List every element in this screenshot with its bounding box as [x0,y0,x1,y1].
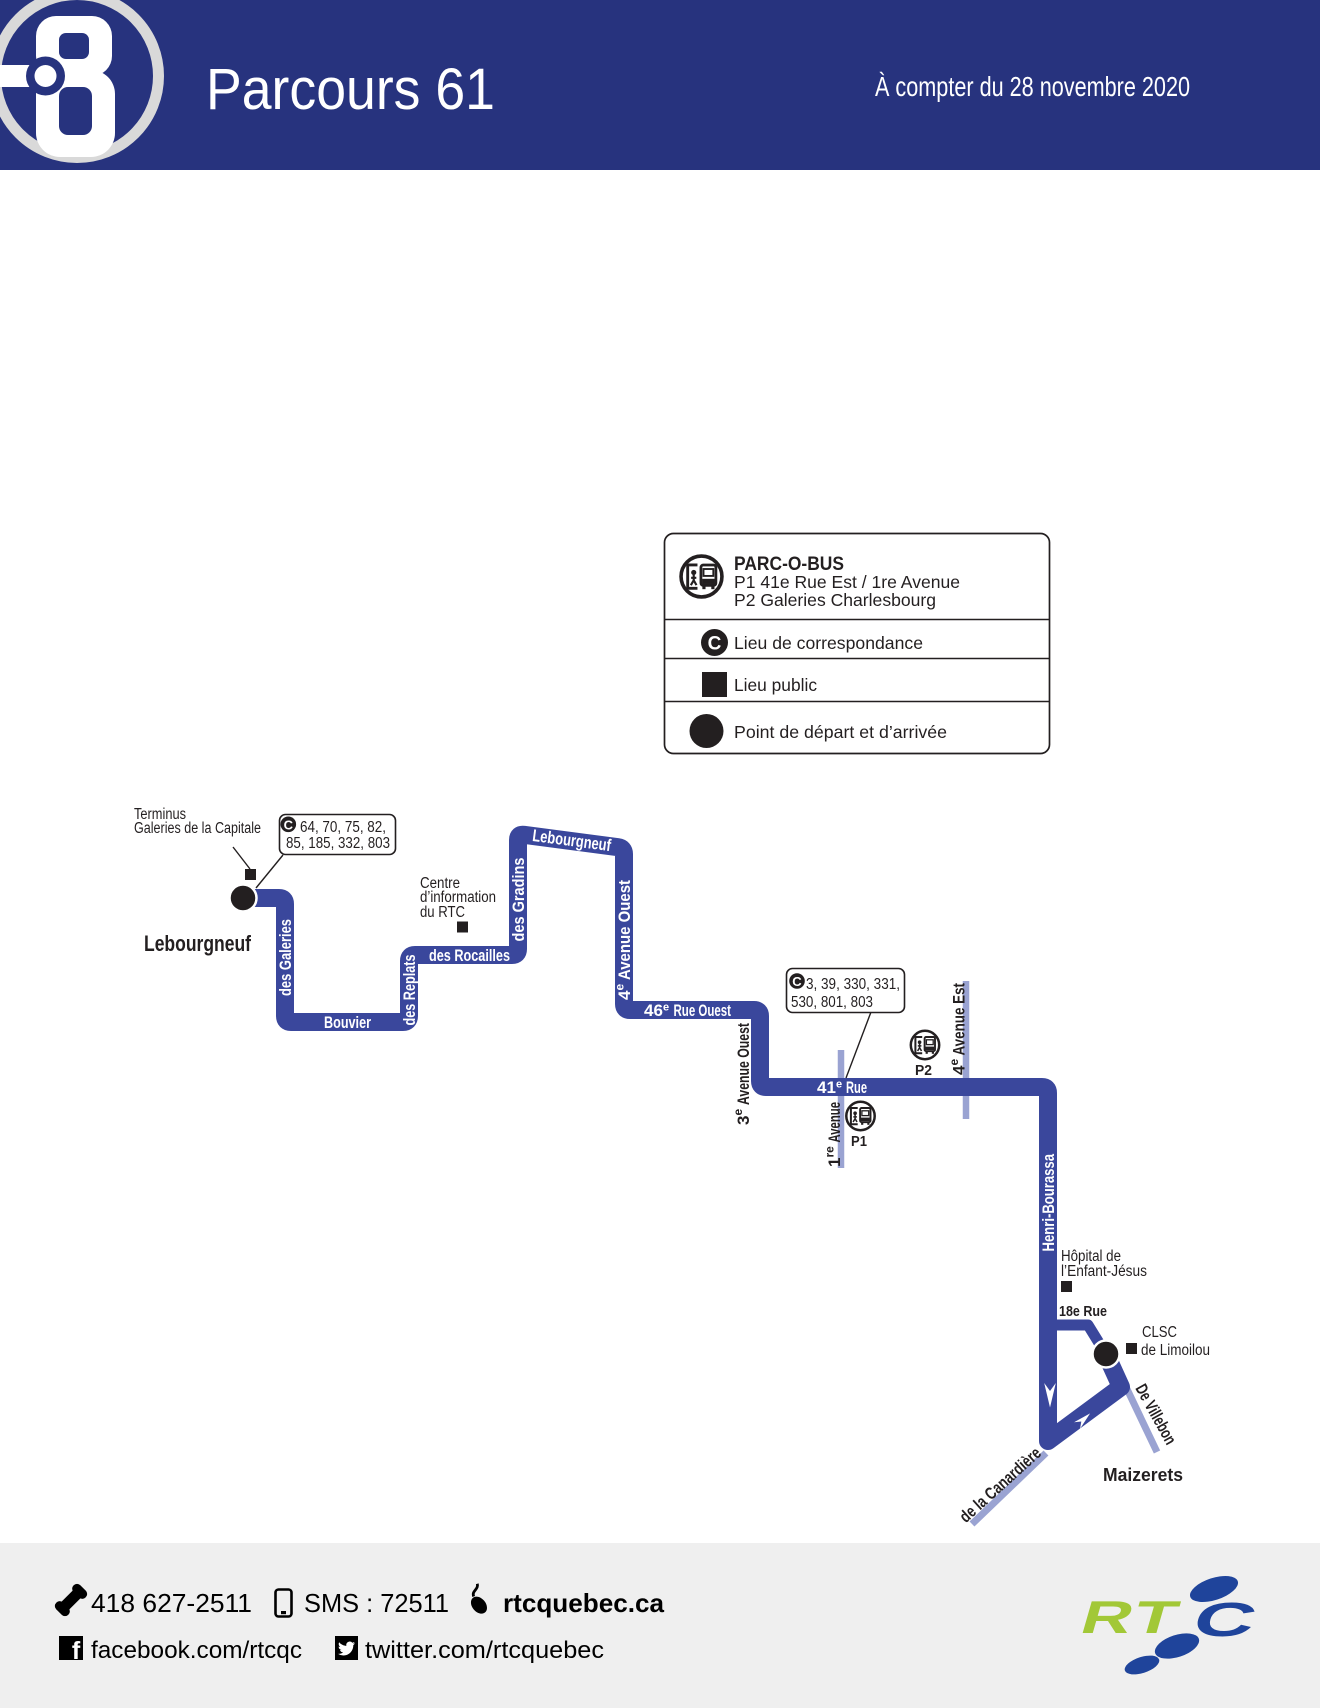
svg-text:Avenue: Avenue [825,1102,844,1143]
svg-text:Galeries de la Capitale: Galeries de la Capitale [134,820,261,837]
svg-text:RT: RT [1075,1592,1186,1643]
svg-text:Lebourgneuf: Lebourgneuf [144,931,252,956]
svg-text:des Replats: des Replats [400,955,419,1026]
svg-text:Hôpital de: Hôpital de [1061,1248,1121,1265]
svg-text:Bouvier: Bouvier [324,1013,371,1032]
svg-text:d’information: d’information [420,889,496,906]
svg-text:du RTC: du RTC [420,904,465,921]
svg-text:facebook.com/rtcqc: facebook.com/rtcqc [91,1637,302,1664]
svg-text:twitter.com/rtcquebec: twitter.com/rtcquebec [365,1637,604,1664]
svg-text:Rue Ouest: Rue Ouest [674,1001,732,1020]
svg-text:SMS : 72511: SMS : 72511 [304,1588,449,1618]
svg-text:Henri-Bourassa: Henri-Bourassa [1039,1154,1058,1252]
svg-text:e: e [613,984,627,991]
svg-text:Point de départ et d’arrivée: Point de départ et d’arrivée [734,722,947,742]
svg-text:re: re [823,1146,837,1158]
svg-text:des Gradins: des Gradins [509,858,528,942]
svg-text:Rue: Rue [846,1078,867,1097]
svg-text:Lieu de correspondance: Lieu de correspondance [734,633,923,653]
svg-text:46: 46 [644,1001,663,1020]
svg-text:3, 39, 330, 331,: 3, 39, 330, 331, [806,976,900,993]
svg-text:PARC-O-BUS: PARC-O-BUS [734,553,844,575]
svg-text:e: e [947,1059,961,1066]
svg-text:C: C [284,818,294,833]
svg-text:P2: P2 [915,1063,932,1079]
svg-text:de la Canardière: de la Canardière [956,1443,1045,1526]
svg-text:des Galeries: des Galeries [276,919,295,996]
svg-text:530, 801, 803: 530, 801, 803 [791,994,873,1011]
svg-text:C: C [792,974,802,989]
svg-text:des Rocailles: des Rocailles [429,946,510,965]
svg-text:Terminus: Terminus [134,806,186,823]
svg-text:Centre: Centre [420,875,460,892]
svg-text:Avenue Ouest: Avenue Ouest [734,1023,753,1105]
svg-text:41: 41 [817,1078,836,1097]
svg-text:4: 4 [950,1065,969,1075]
svg-text:Parcours 61: Parcours 61 [206,57,495,122]
svg-text:4: 4 [615,990,634,1000]
svg-text:1: 1 [825,1158,844,1167]
svg-text:P1 41e Rue Est / 1re Avenue: P1 41e Rue Est / 1re Avenue [734,572,960,592]
svg-text:C: C [708,634,722,655]
svg-text:P1: P1 [851,1134,867,1150]
svg-text:CLSC: CLSC [1142,1324,1177,1341]
svg-text:Avenue Ouest: Avenue Ouest [615,880,634,980]
svg-text:de Limoilou: de Limoilou [1141,1342,1210,1359]
svg-text:e: e [836,1079,842,1091]
svg-text:64, 70, 75, 82,: 64, 70, 75, 82, [300,819,386,836]
svg-text:rtcquebec.ca: rtcquebec.ca [503,1588,665,1618]
svg-text:e: e [663,1002,669,1014]
svg-text:418 627-2511: 418 627-2511 [91,1588,252,1618]
svg-text:Lieu public: Lieu public [734,675,817,695]
svg-text:f: f [72,1637,81,1665]
svg-text:Maizerets: Maizerets [1103,1464,1183,1485]
svg-text:l’Enfant-Jésus: l’Enfant-Jésus [1061,1263,1147,1280]
svg-text:e: e [731,1109,745,1116]
svg-text:Avenue Est: Avenue Est [950,983,969,1056]
svg-text:3: 3 [734,1116,753,1125]
svg-text:85, 185, 332, 803: 85, 185, 332, 803 [286,835,390,852]
svg-text:18e Rue: 18e Rue [1059,1303,1107,1320]
svg-text:À compter du 28 novembre 2020: À compter du 28 novembre 2020 [875,71,1190,102]
svg-text:Lebourgneuf: Lebourgneuf [531,826,612,855]
svg-text:P2 Galeries Charlesbourg: P2 Galeries Charlesbourg [734,590,936,610]
